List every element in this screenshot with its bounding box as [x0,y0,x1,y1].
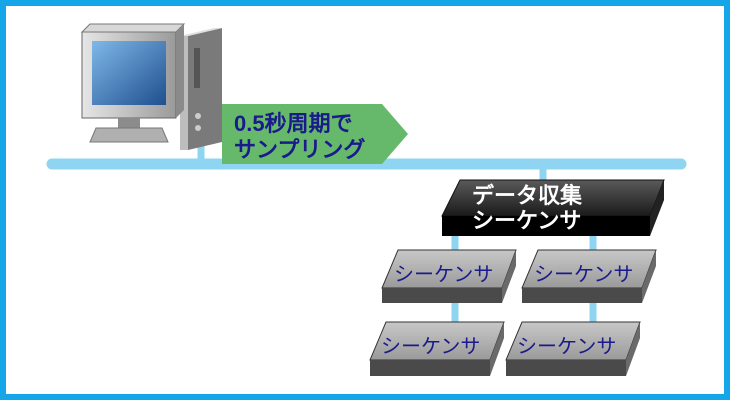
sequencer-label: シーケンサ [534,264,633,286]
sequencer-box: シーケンサ [381,249,517,303]
collector-label-line2: シーケンサ [472,208,581,233]
sampling-arrow-shape [222,104,408,164]
sequencer-box: シーケンサ [521,249,657,303]
sampling-label-line2: サンプリング [234,137,365,162]
sequencer-box: シーケンサ [369,321,505,376]
sequencer-label: シーケンサ [394,264,493,286]
collector-label-line1: データ収集 [472,183,583,208]
sequencer-box: シーケンサ [505,321,641,376]
sequencer-label: シーケンサ [517,336,616,358]
sequencer-label: シーケンサ [381,336,480,358]
desktop-computer-icon [80,23,222,150]
data-collection-sequencer: データ収集 シーケンサ [441,179,665,236]
sampling-arrow: 0.5秒周期で サンプリング [222,104,408,164]
sampling-label-line1: 0.5秒周期で [234,111,353,136]
